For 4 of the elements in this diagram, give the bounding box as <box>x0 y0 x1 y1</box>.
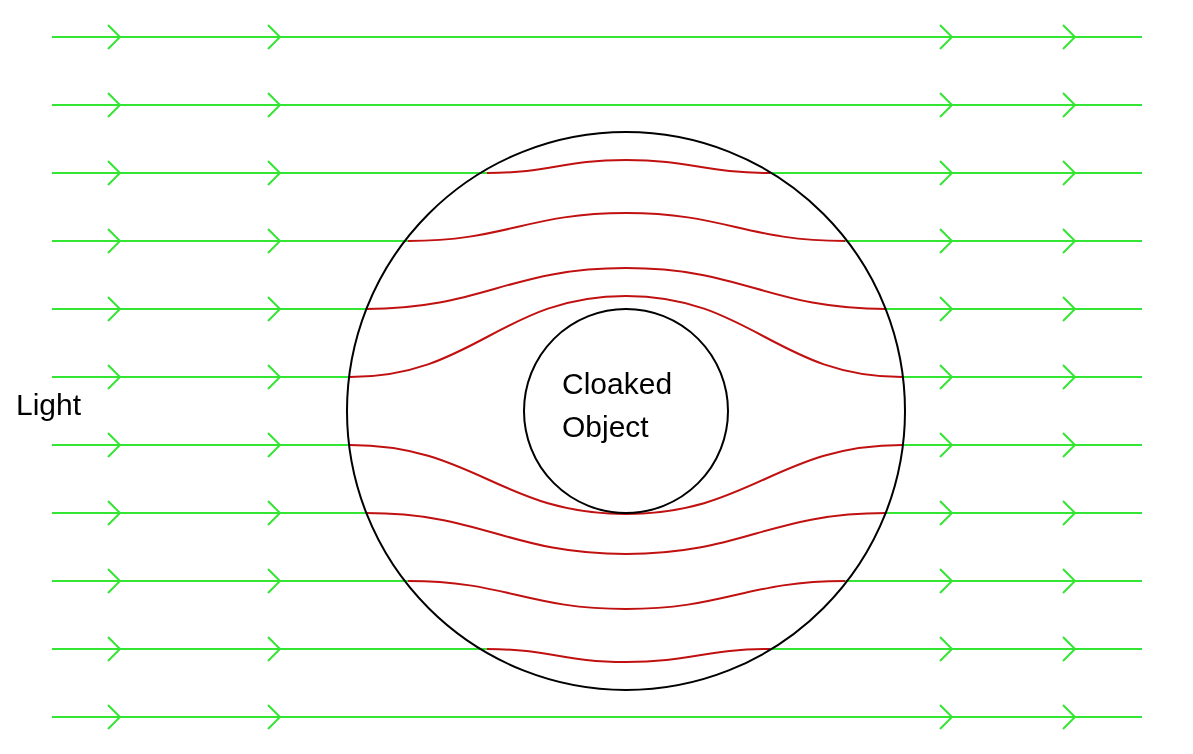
object-circle <box>523 308 729 514</box>
object-label: Cloaked Object <box>562 366 674 445</box>
light-label: Light <box>16 388 82 422</box>
cloak-circle <box>346 131 906 691</box>
